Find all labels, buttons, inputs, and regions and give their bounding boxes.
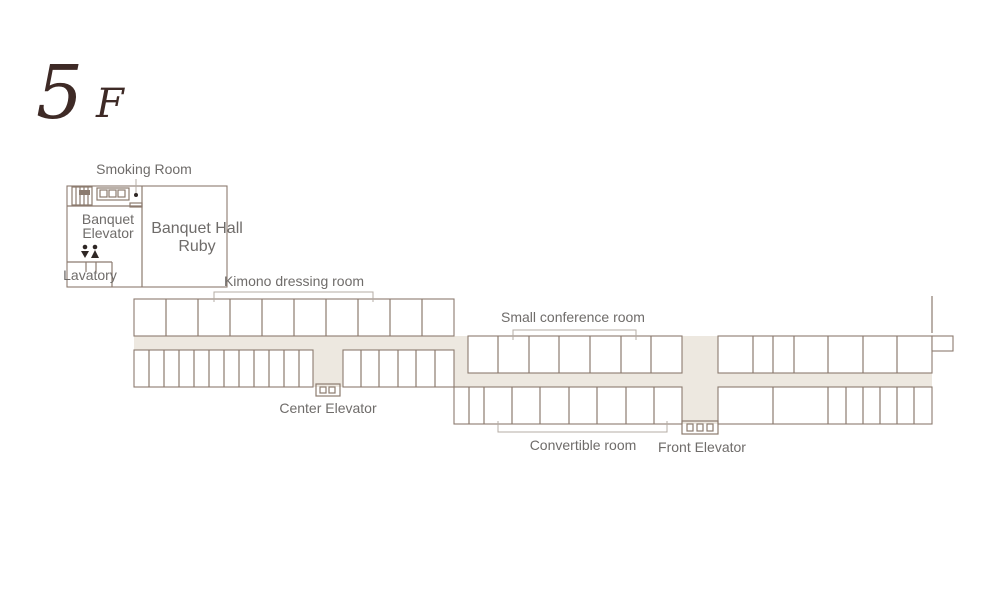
east-annex	[931, 335, 954, 352]
main-building	[133, 296, 954, 435]
corridor-west	[134, 336, 464, 350]
stairs-icon	[71, 186, 93, 206]
convertible-room-label: Convertible room	[530, 437, 637, 453]
banquet-hall-label-1: Banquet Hall	[151, 220, 243, 237]
floor-number: 5	[36, 50, 83, 136]
kimono-rooms	[133, 298, 455, 337]
small-conference-room-label: Small conference room	[501, 309, 645, 325]
banquet-elevator-icon	[96, 187, 143, 208]
kimono-dressing-room-label: Kimono dressing room	[224, 273, 364, 289]
small-conference-rooms	[467, 335, 933, 374]
banquet-elevator-label-2: Elevator	[82, 225, 134, 241]
banquet-elevator-label-1: Banquet	[82, 211, 134, 227]
center-elevator-label: Center Elevator	[279, 400, 377, 416]
front-elevator-hall	[682, 336, 718, 424]
restroom-icon	[81, 244, 99, 258]
center-elevator-hall	[313, 350, 343, 387]
lavatory-label: Lavatory	[63, 267, 117, 283]
front-elevator-label: Front Elevator	[658, 439, 746, 455]
banquet-wing-outline	[66, 185, 228, 288]
banquet-hall-label-2: Ruby	[178, 238, 215, 255]
floor-letter: F	[95, 81, 125, 127]
center-elevator-icon	[315, 383, 341, 397]
front-elevator-icon	[681, 420, 719, 435]
convertible-rooms	[453, 386, 933, 425]
west-guest-rooms	[133, 349, 455, 388]
banquet-wing: Smoking Room Banquet Elevator Banquet Ha…	[63, 161, 243, 288]
smoking-room-label: Smoking Room	[96, 161, 192, 177]
